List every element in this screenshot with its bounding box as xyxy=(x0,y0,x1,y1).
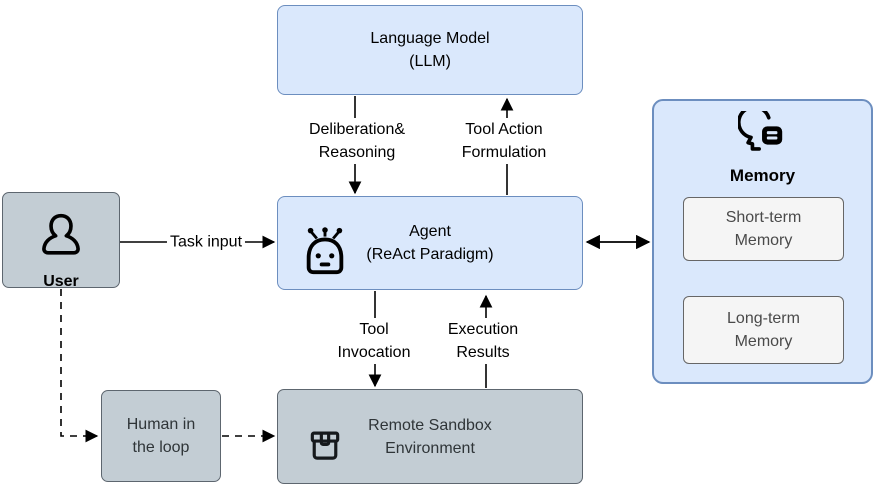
edge-label-tool-invocation: Tool Invocation xyxy=(334,318,414,364)
short-term-memory-label: Short-term Memory xyxy=(725,209,802,249)
long-term-memory-label: Long-term Memory xyxy=(727,310,800,350)
edge-label-execution-results: Execution Results xyxy=(444,318,522,364)
person-icon xyxy=(38,188,84,268)
node-llm: Language Model (LLM) xyxy=(277,5,583,95)
node-memory-long-term: Long-term Memory xyxy=(683,296,844,364)
memory-title: Memory xyxy=(729,166,796,185)
memory-chip-icon xyxy=(736,105,788,164)
llm-label: Language Model (LLM) xyxy=(370,30,490,70)
node-human-in-loop: Human in the loop xyxy=(101,390,221,482)
memory-header: Memory xyxy=(654,105,871,186)
node-user: User xyxy=(2,192,120,290)
node-memory-panel: Memory Short-term Memory Long-term Memor… xyxy=(652,99,873,384)
edge-label-deliberation-reasoning: Deliberation& Reasoning xyxy=(305,118,409,164)
node-agent: Agent (ReAct Paradigm) xyxy=(277,196,583,290)
package-icon xyxy=(306,403,344,471)
robot-icon xyxy=(300,202,350,284)
node-sandbox: Remote Sandbox Environment xyxy=(277,389,583,484)
edge-label-tool-action-formulation: Tool Action Formulation xyxy=(458,118,550,164)
sandbox-label: Remote Sandbox Environment xyxy=(368,416,492,457)
edge-label-task-input: Task input xyxy=(166,230,246,254)
node-memory-short-term: Short-term Memory xyxy=(683,197,844,261)
human-in-loop-label: Human in the loop xyxy=(126,416,196,456)
agent-label: Agent (ReAct Paradigm) xyxy=(366,223,494,263)
user-label: User xyxy=(43,272,79,290)
edge-user-to-human-line xyxy=(60,289,99,443)
